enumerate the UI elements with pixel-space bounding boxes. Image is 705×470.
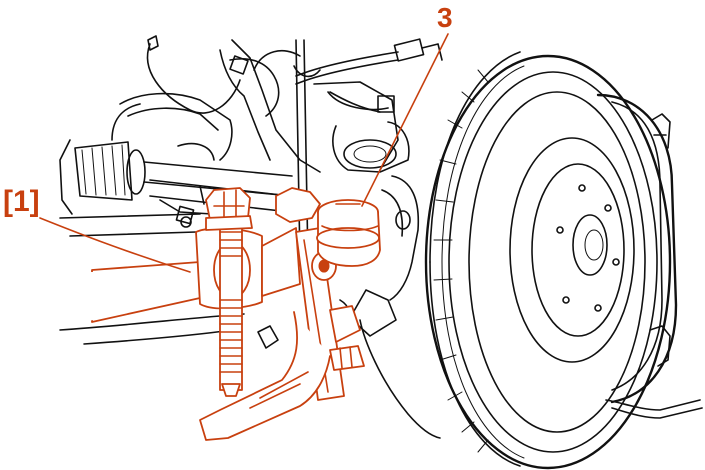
brake-hose [295, 38, 443, 113]
callout-part-label: 3 [437, 2, 453, 33]
subframe [59, 92, 233, 237]
steering-knuckle [219, 39, 441, 439]
callout-tool-label: [1] [3, 185, 40, 218]
callout-leader-1 [39, 217, 191, 273]
callout-leader-3 [361, 33, 449, 207]
ball-joint-separator-tool [80, 187, 381, 441]
drive-shaft-boot [59, 139, 293, 215]
hub-flange [509, 137, 635, 363]
brake-disc [424, 51, 672, 470]
brake-caliper [596, 93, 703, 419]
sensor-wiring [146, 35, 321, 263]
